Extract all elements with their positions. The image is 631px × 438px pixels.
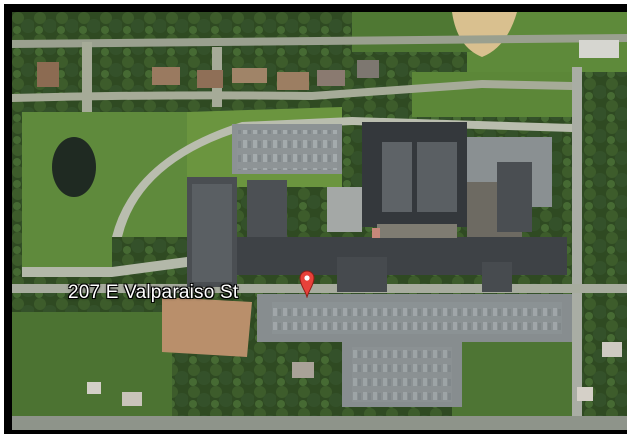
- map-pin-icon[interactable]: [299, 270, 315, 298]
- satellite-map[interactable]: 207 E Valparaiso St: [12, 12, 627, 430]
- satellite-imagery: [12, 12, 627, 430]
- address-label: 207 E Valparaiso St: [68, 282, 239, 303]
